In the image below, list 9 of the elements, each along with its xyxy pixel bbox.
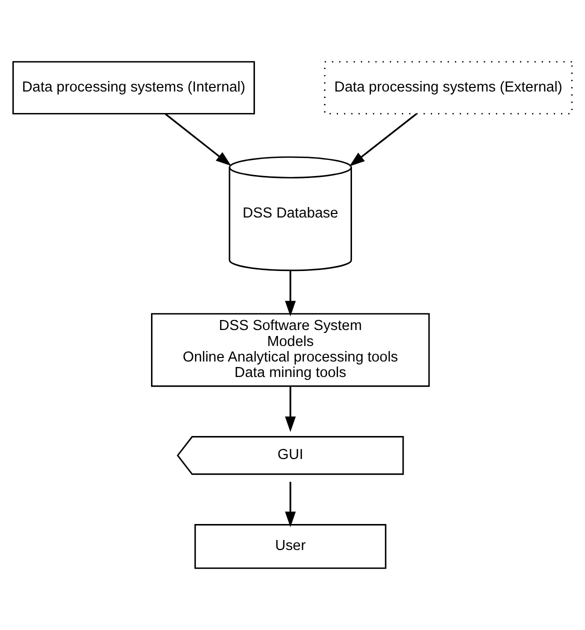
arrow bbox=[164, 113, 232, 166]
node-box: Data processing systems (External) bbox=[324, 61, 573, 114]
node-box: DSS Software System Models Online Analytical processing tools Data mining tools bbox=[151, 313, 430, 387]
arrow bbox=[284, 386, 296, 432]
node-box: Data processing systems (Internal) bbox=[12, 61, 255, 114]
arrow bbox=[284, 482, 296, 528]
node-box: User bbox=[194, 524, 386, 569]
arrow bbox=[284, 270, 296, 316]
arrow bbox=[349, 113, 417, 166]
